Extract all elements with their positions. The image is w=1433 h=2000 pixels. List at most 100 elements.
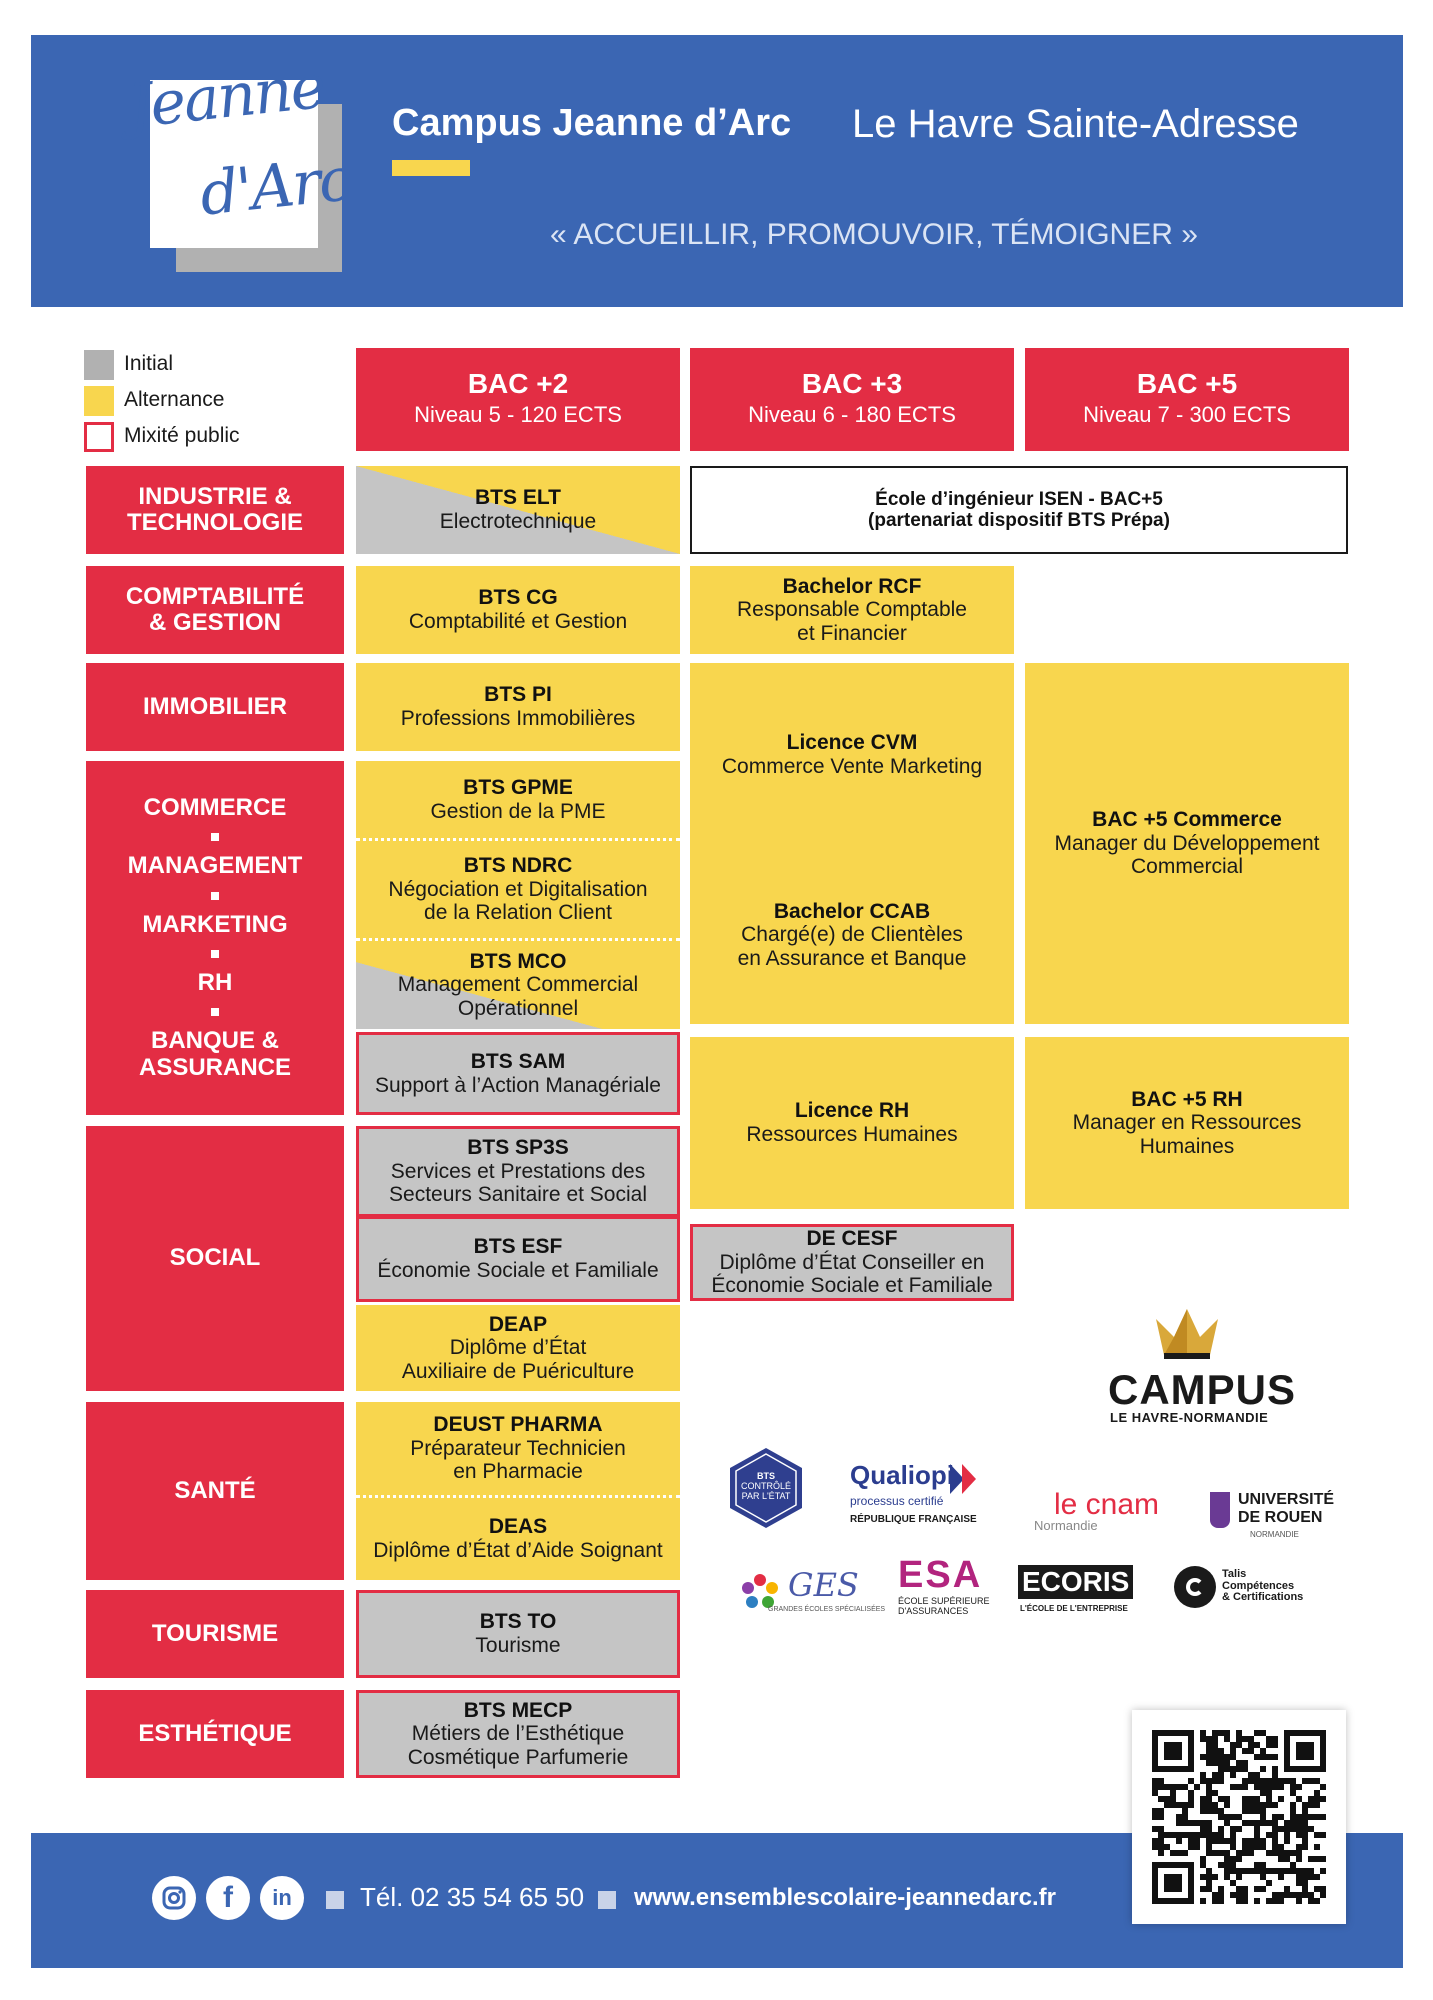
talis-line: Talis: [1222, 1568, 1247, 1580]
rouen-logo: UNIVERSITÉ DE ROUEN: [1238, 1491, 1334, 1526]
course-bachelor-rcf[interactable]: Bachelor RCF Responsable Comptable et Fi…: [690, 566, 1014, 654]
course-line: Économie Sociale et Familiale: [377, 1259, 659, 1282]
course-de-cesf[interactable]: DE CESF Diplôme d’État Conseiller en Éco…: [690, 1224, 1014, 1301]
course-deap[interactable]: DEAP Diplôme d’État Auxiliaire de Puéric…: [356, 1305, 680, 1391]
domain-label: SOCIAL: [169, 1244, 261, 1272]
course-licence-rh[interactable]: Licence RH Ressources Humaines: [690, 1037, 1014, 1209]
seal-line: BTS: [757, 1471, 775, 1481]
qr-finder-center: [1164, 1874, 1182, 1892]
rouen-line: DE ROUEN: [1238, 1508, 1323, 1526]
course-line: Négociation et Digitalisation: [388, 877, 648, 901]
course-deas[interactable]: DEAS Diplôme d’État d’Aide Soignant: [356, 1498, 680, 1580]
campus-logo-subtitle: LE HAVRE-NORMANDIE: [1110, 1410, 1269, 1425]
ges-subtitle: GRANDES ÉCOLES SPÉCIALISÉES: [768, 1606, 886, 1613]
course-bts-to[interactable]: BTS TO Tourisme: [356, 1590, 680, 1678]
cnam-logo: le cnam: [1054, 1488, 1160, 1521]
course-line: Diplôme d’État d’Aide Soignant: [373, 1539, 663, 1562]
course-bts-gpme[interactable]: BTS GPME Gestion de la PME: [356, 761, 680, 841]
course-bts-ndrc[interactable]: BTS NDRC Négociation et Digitalisation d…: [356, 841, 680, 941]
course-bac5-rh[interactable]: BAC +5 RH Manager en Ressources Humaines: [1025, 1037, 1349, 1209]
domain-label: COMMERCE: [143, 793, 287, 821]
ges-logo: GES: [788, 1566, 859, 1604]
qr-finder: [1152, 1862, 1194, 1904]
course-title: BTS GPME: [463, 775, 573, 799]
bts-seal-text: BTS CONTRÔLÉ PAR L'ÉTAT: [728, 1471, 804, 1502]
course-line: Métiers de l’Esthétique: [411, 1722, 625, 1746]
bullet-square: [211, 950, 219, 958]
rouen-emblem-icon: [1210, 1492, 1230, 1528]
course-title: BTS TO: [479, 1610, 557, 1634]
course-deust-pharma[interactable]: DEUST PHARMA Préparateur Technicien en P…: [356, 1402, 680, 1498]
campus-logo-name: CAMPUS: [1108, 1366, 1297, 1413]
course-bts-elt[interactable]: BTS ELT Electrotechnique: [356, 466, 680, 554]
course-title: DEAS: [488, 1515, 548, 1539]
domain-commerce: COMMERCE MANAGEMENT MARKETING RH BANQUE …: [86, 761, 344, 1115]
linkedin-icon[interactable]: in: [260, 1876, 304, 1920]
qualiopi-rf: RÉPUBLIQUE FRANÇAISE: [850, 1514, 977, 1525]
course-title: DEAP: [488, 1312, 548, 1336]
level-title: BAC +5: [1136, 368, 1238, 399]
bullet-square: [211, 891, 219, 900]
course-bachelor-ccab[interactable]: Bachelor CCAB Chargé(e) de Clientèles en…: [690, 846, 1014, 1024]
course-line: Cosmétique Parfumerie: [407, 1745, 629, 1769]
level-header-bac2: BAC +2 Niveau 5 - 120 ECTS: [356, 348, 680, 451]
legend-initial-label: Initial: [124, 352, 174, 375]
domain-comptabilite: COMPTABILITÉ & GESTION: [86, 566, 344, 654]
course-bts-mco[interactable]: BTS MCO Management Commercial Opérationn…: [356, 941, 680, 1029]
course-licence-cvm[interactable]: Licence CVM Commerce Vente Marketing: [690, 663, 1014, 846]
course-title: DE CESF: [806, 1227, 898, 1251]
motto: « ACCUEILLIR, PROMOUVOIR, TÉMOIGNER »: [550, 218, 1198, 251]
legend-alternance-label: Alternance: [124, 388, 225, 411]
qr-code[interactable]: [1132, 1710, 1346, 1924]
qualiopi-arrow-icon: [950, 1464, 976, 1494]
instagram-icon[interactable]: [152, 1876, 196, 1920]
course-line: Support à l’Action Managériale: [374, 1073, 661, 1097]
bullet-square: [211, 833, 219, 842]
footer-separator-square: [598, 1891, 616, 1909]
course-bts-sam[interactable]: BTS SAM Support à l’Action Managériale: [356, 1032, 680, 1115]
course-bac5-commerce[interactable]: BAC +5 Commerce Manager du Développement…: [1025, 663, 1349, 1024]
seal-line: CONTRÔLÉ: [740, 1480, 791, 1491]
esa-logo: ESA: [898, 1554, 983, 1596]
footer-separator-square: [326, 1891, 344, 1909]
course-bts-sp3s[interactable]: BTS SP3S Services et Prestations des Sec…: [356, 1126, 680, 1217]
level-header-bac3: BAC +3 Niveau 6 - 180 ECTS: [690, 348, 1014, 451]
course-isen[interactable]: École d’ingénieur ISEN - BAC+5 (partenar…: [690, 466, 1348, 554]
course-bts-esf[interactable]: BTS ESF Économie Sociale et Familiale: [356, 1216, 680, 1302]
course-bts-pi[interactable]: BTS PI Professions Immobilières: [356, 663, 680, 751]
course-line: Comptabilité et Gestion: [408, 610, 628, 633]
qr-finder: [1152, 1730, 1194, 1772]
facebook-icon[interactable]: f: [206, 1876, 250, 1920]
course-title: BTS MECP: [463, 1698, 573, 1722]
course-bts-mecp[interactable]: BTS MECP Métiers de l’Esthétique Cosméti…: [356, 1690, 680, 1778]
domain-esthetique: ESTHÉTIQUE: [86, 1690, 344, 1778]
course-line: de la Relation Client: [424, 901, 612, 925]
course-line: et Financier: [797, 621, 907, 645]
course-bts-cg[interactable]: BTS CG Comptabilité et Gestion: [356, 566, 680, 654]
legend-mixite-label: Mixité public: [124, 424, 240, 447]
talis-logo: Talis Compétences & Certifications: [1222, 1568, 1303, 1604]
website-link[interactable]: www.ensemblescolaire-jeannedarc.fr: [634, 1884, 1056, 1911]
course-line: Économie Sociale et Familiale: [711, 1274, 993, 1298]
rouen-line: UNIVERSITÉ: [1238, 1491, 1335, 1508]
level-subtitle: Niveau 6 - 180 ECTS: [748, 402, 956, 427]
phone-number[interactable]: Tél. 02 35 54 65 50: [360, 1882, 585, 1912]
domain-label: ESTHÉTIQUE: [138, 1719, 292, 1747]
domain-label: ASSURANCE: [138, 1053, 291, 1081]
course-title: BTS ELT: [475, 486, 561, 510]
domain-label: BANQUE &: [150, 1027, 279, 1055]
course-title: BTS CG: [478, 586, 558, 610]
title-underline: [392, 160, 470, 176]
level-subtitle: Niveau 7 - 300 ECTS: [1083, 402, 1291, 427]
level-title: BAC +3: [801, 368, 903, 399]
course-line: Ressources Humaines: [746, 1123, 958, 1146]
talis-icon-ring: [1186, 1578, 1204, 1596]
legend-alternance-swatch: [84, 386, 114, 416]
qr-finder-center: [1296, 1742, 1314, 1760]
esa-line: D'ASSURANCES: [898, 1605, 969, 1616]
course-line: en Pharmacie: [453, 1460, 583, 1484]
course-title: Bachelor CCAB: [773, 899, 931, 923]
logo-box: [150, 80, 318, 248]
domain-label: MANAGEMENT: [127, 852, 303, 880]
cnam-subtitle: Normandie: [1034, 1518, 1098, 1533]
